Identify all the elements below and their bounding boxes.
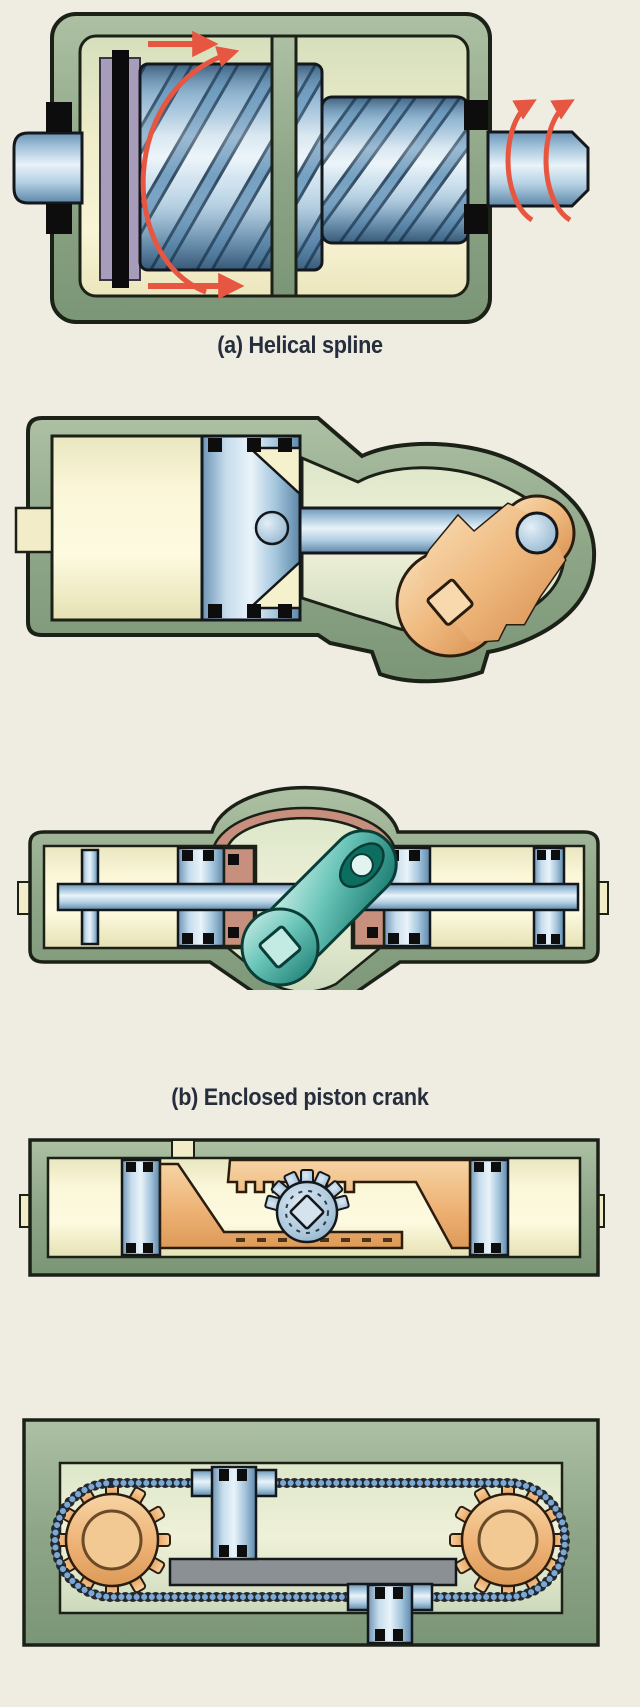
piston-block-top — [190, 1465, 278, 1561]
piston-seal — [247, 604, 261, 618]
slider-bar — [168, 1557, 458, 1587]
enclosed-piston-crank-diagram — [14, 416, 597, 684]
piston-seal — [278, 438, 292, 452]
panel-helical-spline: (a) Helical spline — [0, 0, 640, 380]
helical-spline-right — [320, 95, 470, 245]
piston-left — [120, 1158, 162, 1257]
piston-seal — [208, 604, 222, 618]
panel-piston-chain: (e) Piston chain — [0, 1415, 640, 1650]
panel-enclosed-piston-crank: (b) Enclosed piston crank — [0, 400, 640, 1111]
scotch-yoke-slider — [240, 829, 398, 987]
shaft-seal — [46, 204, 72, 234]
pinion-gear — [264, 1169, 350, 1244]
inlet-port — [14, 506, 54, 554]
rotation-arc — [140, 46, 240, 295]
piston-seal — [247, 438, 261, 452]
shaft-seal — [464, 100, 488, 130]
yoke-pin — [349, 853, 374, 878]
panel-scotch-yoke: (c) Scotch yoke — [0, 770, 640, 990]
panel-caption-b: (b) Enclosed piston crank — [171, 1084, 429, 1111]
chain — [50, 1478, 570, 1602]
piston-chain-diagram — [22, 1418, 600, 1647]
piston-block-bottom — [346, 1582, 434, 1645]
rack-lower — [158, 1162, 404, 1250]
sprocket-right — [449, 1481, 567, 1599]
output-rotation-arrow — [505, 99, 537, 223]
shaft-seal — [464, 204, 488, 234]
wrist-pin — [254, 510, 290, 546]
piston — [200, 434, 302, 622]
output-rotation-arrow — [543, 99, 575, 223]
panel-rack-and-pinion: (d) Rack and pinion — [0, 1135, 640, 1285]
divider-wall — [270, 34, 298, 298]
input-shaft — [12, 102, 84, 234]
square-drive-hole — [426, 578, 474, 626]
piston-seal — [278, 604, 292, 618]
piston-plate — [99, 50, 141, 288]
helical-spline-diagram — [12, 12, 590, 324]
rack-and-pinion-diagram — [19, 1138, 605, 1277]
scotch-yoke-diagram — [17, 785, 609, 990]
piston-right — [468, 1158, 510, 1257]
motion-arrows — [140, 30, 575, 300]
crank — [395, 494, 576, 658]
panel-caption-a: (a) Helical spline — [217, 332, 383, 359]
shaft-seal — [46, 102, 72, 132]
crank-pin — [515, 511, 559, 555]
square-drive-hole — [289, 1194, 325, 1230]
square-drive-hole — [258, 925, 302, 969]
piston-seal — [208, 438, 222, 452]
